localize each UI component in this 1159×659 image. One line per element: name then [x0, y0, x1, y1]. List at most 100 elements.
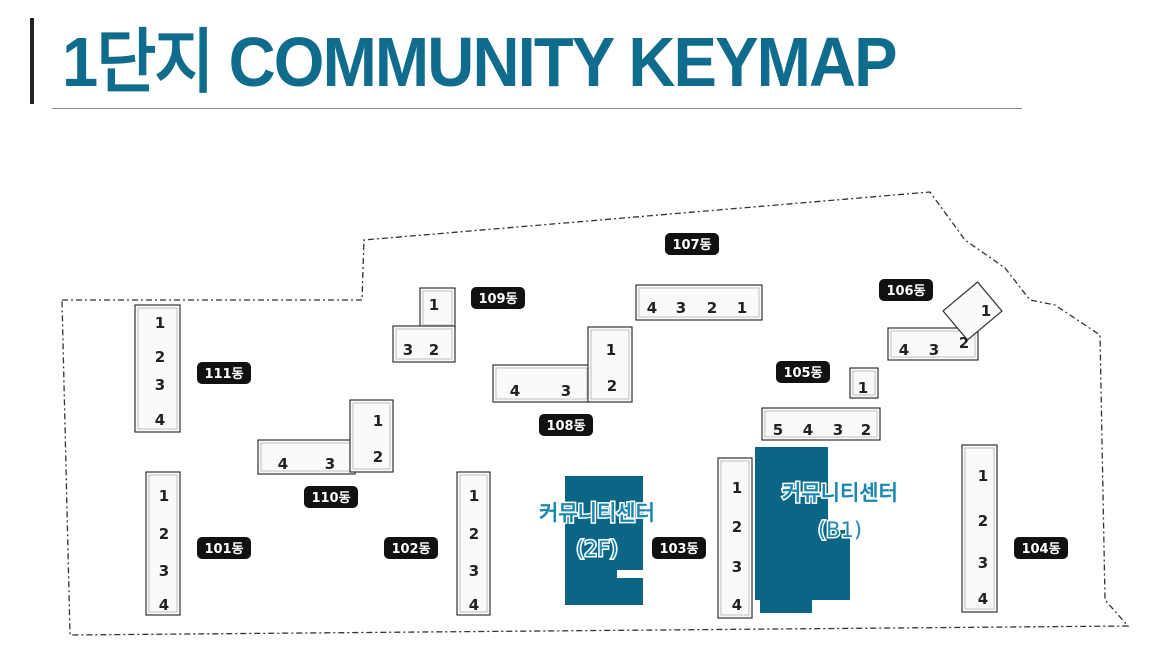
unit-number: 2	[159, 525, 169, 543]
unit-number: 2	[373, 448, 383, 466]
title-divider	[52, 108, 1022, 109]
unit-number: 3	[325, 455, 335, 473]
building-label[interactable]: 110동	[304, 486, 358, 508]
unit-number: 4	[899, 341, 909, 359]
label-badge	[652, 537, 706, 559]
community-center-2f[interactable]: 커뮤니티센터(2F)	[538, 476, 656, 605]
building-inner-outline	[764, 410, 878, 438]
unit-number: 4	[159, 596, 169, 614]
building-outline	[961, 444, 998, 613]
unit-number: 1	[155, 314, 165, 332]
building-label-text: 102동	[391, 542, 430, 557]
building-label[interactable]: 108동	[539, 414, 593, 436]
building-label[interactable]: 104동	[1014, 537, 1068, 559]
unit-number: 4	[278, 455, 288, 473]
community-center-b1[interactable]: 커뮤니티센터 (B1)	[755, 447, 899, 613]
unit-number: 1	[737, 299, 747, 317]
unit-number: 4	[732, 596, 742, 614]
building-inner-outline	[422, 290, 453, 326]
community-center-name: 커뮤니티센터	[782, 481, 898, 505]
building-label-text: 106동	[886, 284, 925, 299]
building-label-text: 111동	[204, 367, 243, 382]
building-inner-outline	[137, 307, 178, 430]
label-badge	[665, 233, 719, 255]
building-outline	[587, 326, 633, 403]
building-label[interactable]: 107동	[665, 233, 719, 255]
unit-number: 1	[978, 467, 988, 485]
building-wing-outline	[942, 281, 1003, 341]
unit-number: 3	[929, 341, 939, 359]
unit-number: 1	[469, 487, 479, 505]
building-inner-outline	[964, 447, 995, 610]
unit-number: 4	[510, 382, 520, 400]
building-inner-outline	[495, 367, 588, 400]
building-outline	[392, 325, 456, 363]
unit-number: 2	[607, 377, 617, 395]
building-outline	[257, 439, 356, 475]
building-108[interactable]: 4 3 1 2 108동	[492, 326, 633, 436]
building-outline	[456, 471, 491, 616]
building-110[interactable]: 4 3 1 2 110동	[257, 399, 394, 508]
unit-number: 3	[155, 376, 165, 394]
building-inner-outline	[459, 474, 488, 613]
unit-number: 4	[978, 590, 988, 608]
building-outline	[717, 457, 753, 619]
label-badge	[776, 361, 830, 383]
building-outline	[134, 304, 181, 433]
building-inner-outline	[890, 330, 976, 358]
unit-number: 1	[373, 412, 383, 430]
unit-number: 4	[155, 411, 165, 429]
community-center-floor: (2F)	[576, 537, 618, 561]
building-label[interactable]: 106동	[879, 279, 933, 301]
building-outline	[849, 367, 879, 399]
building-label[interactable]: 109동	[471, 287, 525, 309]
unit-number: 1	[732, 479, 742, 497]
community-center-floor: (B1)	[818, 518, 862, 542]
building-label-text: 108동	[546, 419, 585, 434]
building-label[interactable]: 111동	[197, 362, 251, 384]
unit-number: 1	[981, 302, 991, 320]
building-outline	[761, 407, 881, 441]
building-outline	[145, 471, 181, 616]
unit-number: 4	[469, 596, 479, 614]
label-badge	[384, 537, 438, 559]
building-outline	[349, 399, 394, 473]
building-inner-outline	[395, 328, 453, 360]
building-outline	[492, 364, 591, 403]
building-label[interactable]: 102동	[384, 537, 438, 559]
building-106[interactable]: 4 3 21 106동	[879, 279, 1003, 361]
unit-number: 2	[707, 299, 717, 317]
unit-number: 3	[403, 341, 413, 359]
unit-number: 2	[959, 334, 969, 352]
building-label[interactable]: 105동	[776, 361, 830, 383]
building-outline	[635, 284, 763, 321]
building-label[interactable]: 103동	[652, 537, 706, 559]
building-outline	[419, 287, 456, 329]
building-inner-outline	[638, 287, 760, 318]
label-badge	[304, 486, 358, 508]
building-label-text: 110동	[311, 491, 350, 506]
building-inner-outline	[852, 370, 876, 396]
community-center-footprint	[755, 447, 850, 613]
unit-number: 3	[469, 562, 479, 580]
unit-number: 1	[606, 341, 616, 359]
building-label-text: 101동	[204, 542, 243, 557]
unit-number: 1	[858, 379, 868, 397]
building-inner-outline	[590, 329, 630, 400]
unit-number: 3	[732, 558, 742, 576]
unit-number: 3	[159, 562, 169, 580]
unit-number: 3	[561, 382, 571, 400]
unit-number: 2	[861, 421, 871, 439]
unit-number: 5	[773, 421, 783, 439]
building-label[interactable]: 101동	[197, 537, 251, 559]
title-accent-bar	[30, 18, 34, 104]
